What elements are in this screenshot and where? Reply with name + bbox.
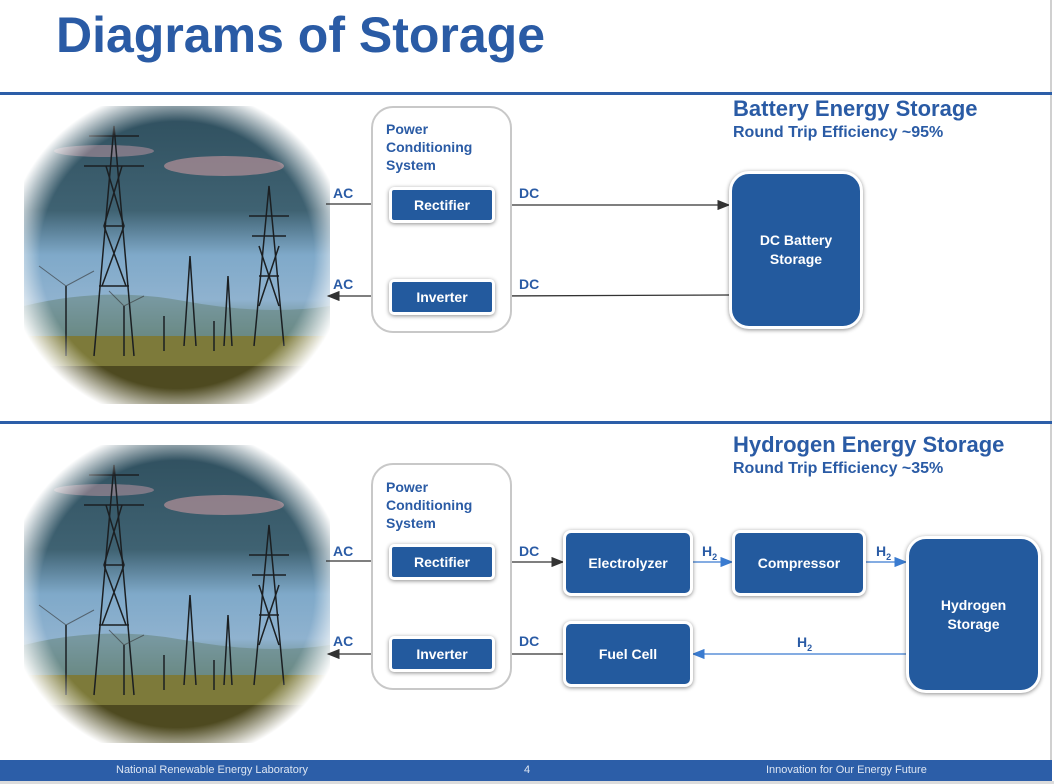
power-lines-photo xyxy=(24,445,330,743)
compressor-box: Compressor xyxy=(732,530,866,596)
slide-footer: National Renewable Energy Laboratory 4 I… xyxy=(0,760,1052,781)
slide-right-border xyxy=(1050,0,1052,760)
battery-efficiency: Round Trip Efficiency ~95% xyxy=(733,124,944,141)
footer-tagline: Innovation for Our Energy Future xyxy=(766,764,927,776)
battery-section-title: Battery Energy Storage xyxy=(733,96,978,121)
ac-in-label: AC xyxy=(333,543,354,559)
inverter-box: Inverter xyxy=(389,636,495,672)
hydrogen-section-title: Hydrogen Energy Storage xyxy=(733,432,1005,457)
transmission-towers-image xyxy=(24,106,330,404)
footer-page-number: 4 xyxy=(524,764,531,776)
ac-in-label: AC xyxy=(333,185,354,201)
inverter-box: Inverter xyxy=(389,279,495,315)
dc-in-label: DC xyxy=(519,276,540,292)
footer-organization: National Renewable Energy Laboratory xyxy=(116,764,309,776)
dc-out-label: DC xyxy=(519,185,540,201)
hydrogen-efficiency: Round Trip Efficiency ~35% xyxy=(733,460,944,477)
pcs-label: Power Conditioning System xyxy=(386,121,473,173)
pcs-label: Power Conditioning System xyxy=(386,479,473,531)
ac-out-label: AC xyxy=(333,276,354,292)
power-lines-photo xyxy=(24,106,330,404)
dc-out-label: DC xyxy=(519,543,540,559)
middle-divider xyxy=(0,421,1052,424)
transmission-towers-image xyxy=(24,445,330,743)
ac-out-label: AC xyxy=(333,633,354,649)
h2-label: H2 xyxy=(876,543,892,562)
h2-label: H2 xyxy=(797,634,813,653)
h2-label: H2 xyxy=(702,543,718,562)
battery-to-inverter-arrow xyxy=(495,290,730,302)
footer-shadow xyxy=(0,781,1054,784)
top-divider xyxy=(0,92,1052,95)
dc-in-label: DC xyxy=(519,633,540,649)
rectifier-box: Rectifier xyxy=(389,187,495,223)
electrolyzer-box: Electrolyzer xyxy=(563,530,693,596)
slide-title: Diagrams of Storage xyxy=(56,7,546,63)
fuel-cell-box: Fuel Cell xyxy=(563,621,693,687)
rectifier-box: Rectifier xyxy=(389,544,495,580)
